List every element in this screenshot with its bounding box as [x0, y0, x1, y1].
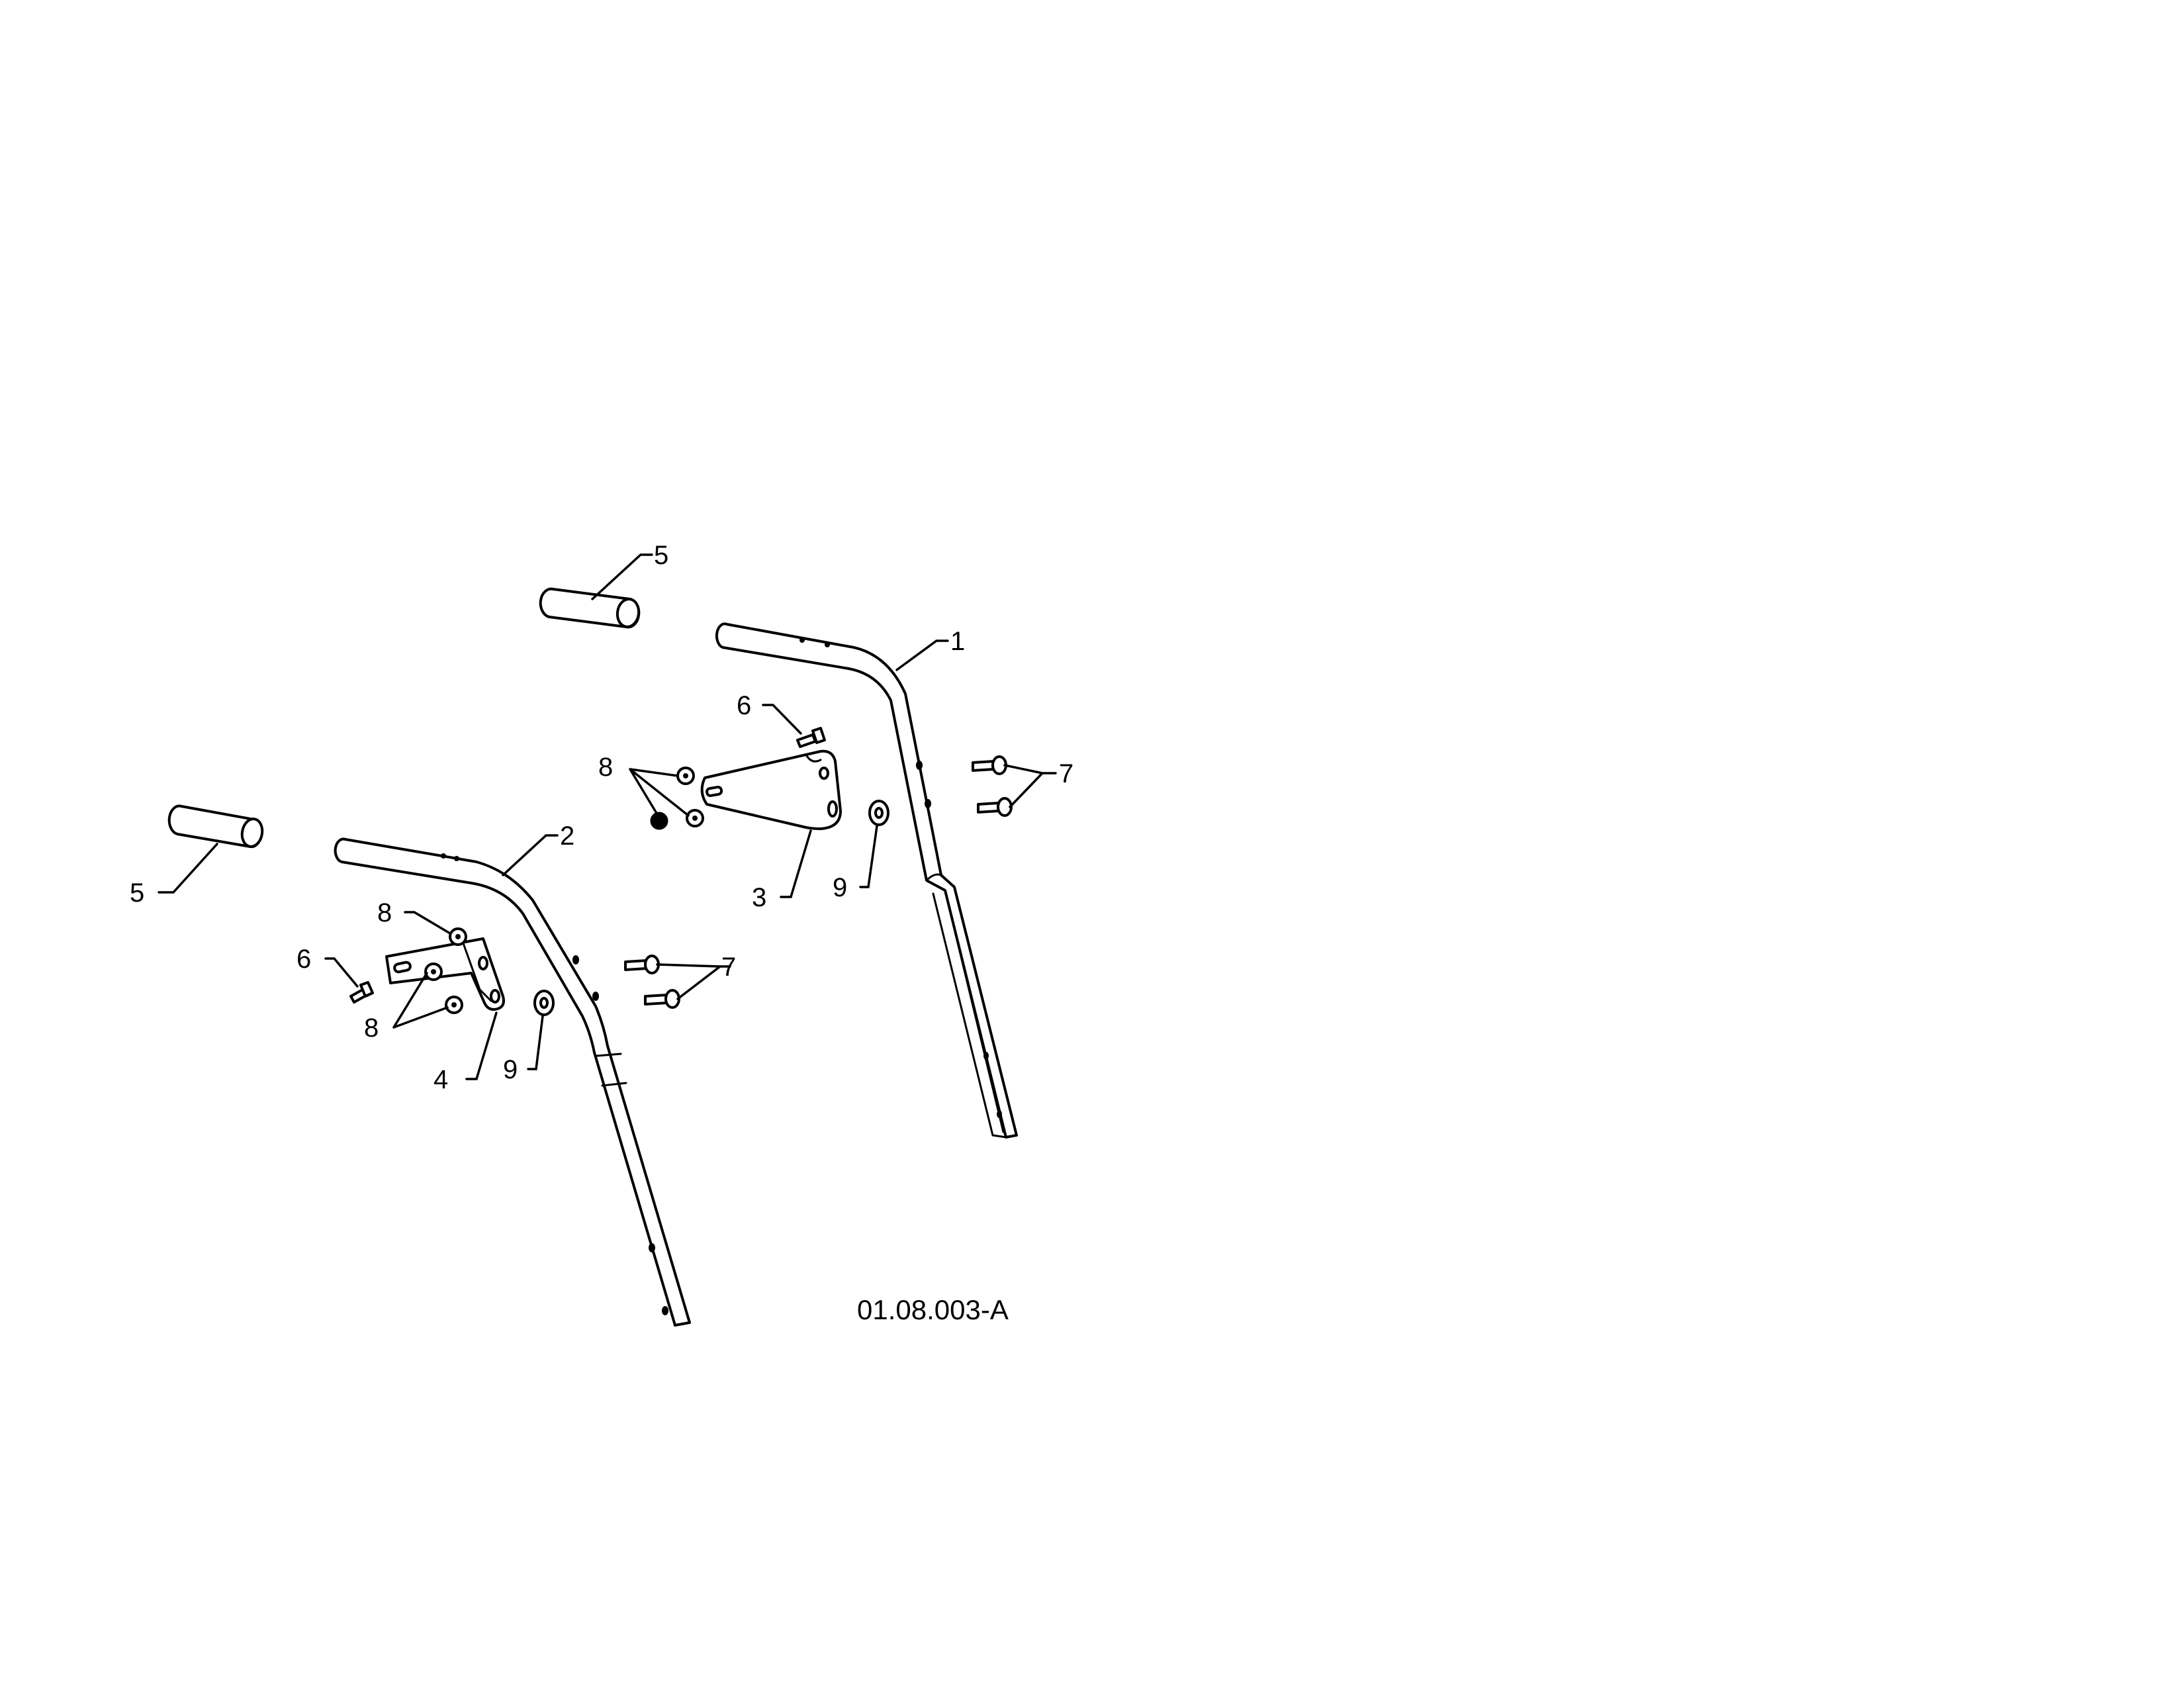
washer-left	[533, 990, 555, 1016]
grip-sleeve-top	[539, 587, 641, 629]
handle-tube-left	[334, 837, 691, 1327]
callout-bracket-right: 3	[752, 883, 766, 912]
nuts-top	[650, 767, 704, 830]
bolt-top	[796, 727, 826, 748]
document-number: 01.08.003-A	[857, 1294, 1009, 1325]
bracket-left	[385, 937, 505, 1011]
handle-tube-right	[715, 622, 1018, 1139]
callout-washer-left: 9	[503, 1055, 518, 1084]
callout-bolts-left: 7	[721, 953, 736, 982]
callout-bracket-left: 4	[433, 1065, 448, 1094]
callout-nuts-top: 8	[598, 753, 613, 782]
callout-nuts-left-bottom: 8	[364, 1013, 379, 1043]
callout-bolt-top: 6	[737, 691, 751, 720]
washer-right	[868, 800, 889, 826]
callout-bolt-left: 6	[296, 945, 311, 974]
callout-handle-right: 1	[950, 627, 965, 656]
callout-grip-left: 5	[130, 878, 144, 908]
bolts-right	[972, 755, 1013, 817]
callout-grip-top: 5	[654, 541, 668, 570]
callout-washer-right: 9	[833, 873, 847, 902]
callout-handle-left: 2	[560, 821, 574, 851]
bolt-left	[349, 981, 374, 1004]
nuts-left	[424, 927, 467, 1014]
grip-sleeve-left	[167, 804, 264, 849]
leader-lines	[158, 553, 1057, 1080]
callout-nut-left-top: 8	[377, 898, 392, 927]
bracket-right	[700, 749, 842, 830]
callout-bolts-right: 7	[1059, 759, 1073, 788]
bolts-left	[624, 955, 680, 1009]
